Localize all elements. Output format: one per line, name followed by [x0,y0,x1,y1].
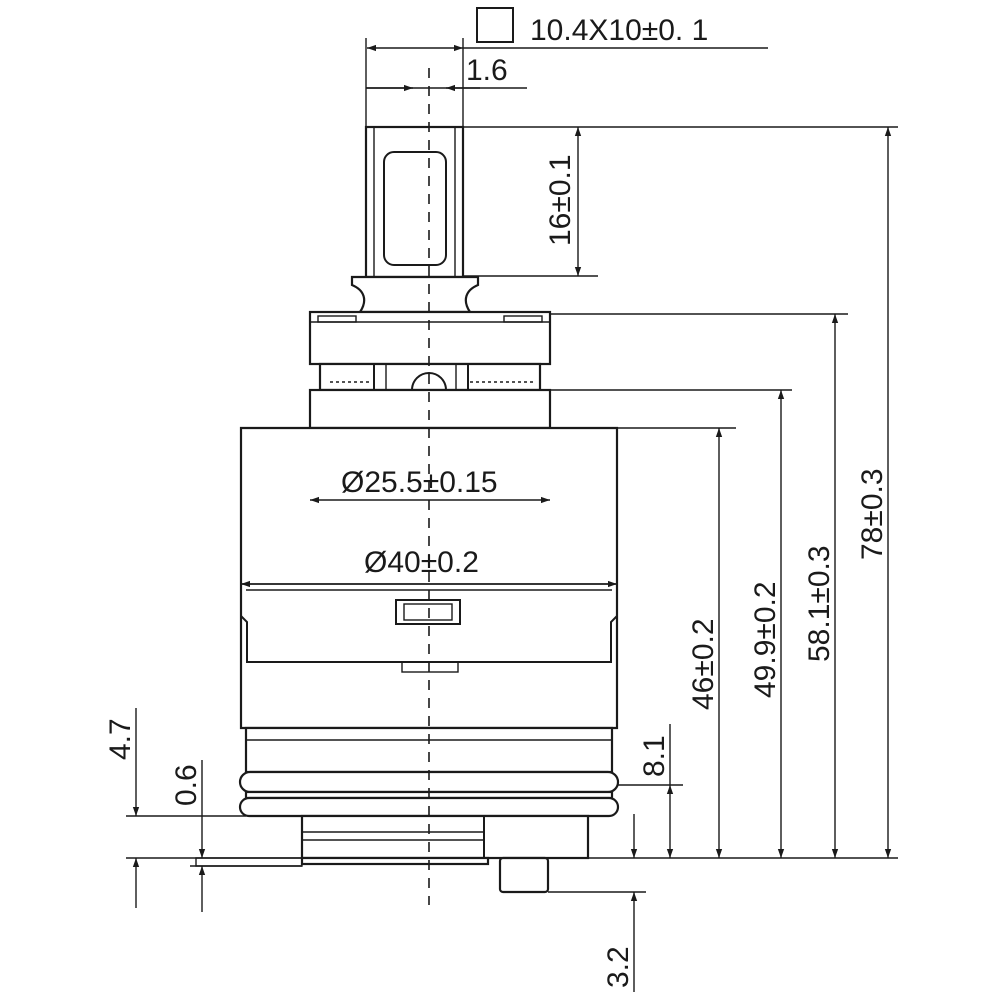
locating-pin [498,856,550,894]
body-window [395,599,461,625]
seal-height-label: 8.1 [638,735,671,777]
spline-height-label: 16±0.1 [544,154,577,246]
pin-height-label: 3.2 [602,946,635,988]
base-height-label: 4.7 [104,718,137,760]
flange-lower-detail [318,362,542,392]
flange-height-label: 58.1±0.3 [803,545,836,662]
shaft-neck [350,275,480,314]
overall-height-label: 78±0.3 [856,468,889,560]
body-diameter-label: Ø40±0.2 [364,546,479,579]
body-height-dimension: 46±0.2 [687,428,723,858]
body-diameter-dimension: Ø40±0.2 [241,546,617,588]
flange [308,310,552,366]
upper-diameter-dimension: Ø25.5±0.15 [310,466,550,504]
shaft-offset-label: 1.6 [466,54,508,87]
upper-diameter-label: Ø25.5±0.15 [341,466,498,499]
base [195,814,590,894]
pin-height-dimension: 3.2 [548,814,646,992]
seal-height-dimension: 8.1 [638,724,674,858]
flange-height-dimension: 58.1±0.3 [803,314,839,858]
base-offset-label: 0.6 [170,764,203,806]
spline-shaft [364,125,465,279]
shaft-tolerance-callout: 10.4X10±0. 1 [367,7,768,52]
base-height-dimension: 4.7 [104,708,140,908]
overall-height-dimension: 78±0.3 [856,127,892,858]
body-height-label: 46±0.2 [687,618,720,710]
upper-body-height-dimension: 49.9±0.2 [749,390,785,858]
spline-height-dimension: 16±0.1 [463,127,598,277]
square-symbol-icon [476,7,514,43]
base-offset-dimension: 0.6 [170,760,206,912]
shaft-tolerance-label: 10.4X10±0. 1 [530,14,708,47]
shaft-offset-dimension: 1.6 [366,54,527,92]
upper-body-height-label: 49.9±0.2 [749,581,782,698]
